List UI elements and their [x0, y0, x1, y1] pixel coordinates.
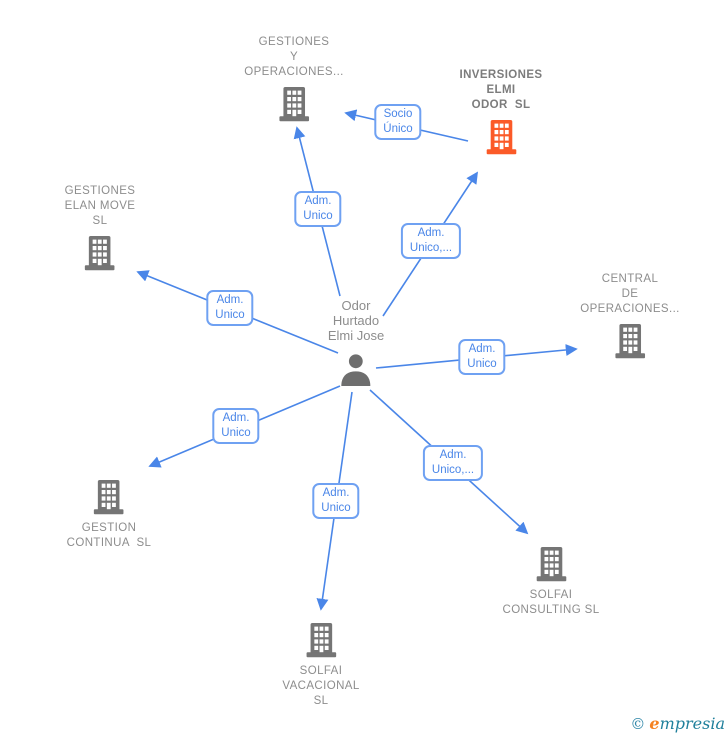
node-person-odor-hurtado-elmi-jose[interactable]: Odor Hurtado Elmi Jose — [328, 298, 384, 387]
company-label: CENTRAL DE OPERACIONES... — [580, 273, 680, 315]
node-gestiones-elan-move[interactable]: GESTIONES ELAN MOVE SL — [65, 184, 136, 271]
node-gestiones-y-operaciones[interactable]: GESTIONES Y OPERACIONES... — [244, 35, 344, 122]
company-label: GESTION CONTINUA SL — [66, 522, 152, 549]
node-inversiones-elmi-odor[interactable]: INVERSIONES ELMI ODOR SL — [459, 68, 542, 155]
empresia-logo: empresia — [649, 714, 725, 733]
edge-label-adm-unico-etc[interactable]: Adm. Unico,... — [422, 445, 484, 481]
company-label: GESTIONES ELAN MOVE SL — [64, 185, 136, 227]
edge-label-adm-unico[interactable]: Adm. Unico — [458, 339, 506, 375]
building-icon-highlighted — [483, 119, 519, 155]
edge-label-socio-unico[interactable]: Socio Único — [374, 104, 422, 140]
edge-label-adm-unico-etc[interactable]: Adm. Unico,... — [400, 223, 462, 259]
company-label: INVERSIONES ELMI ODOR SL — [459, 69, 543, 111]
company-label: GESTIONES Y OPERACIONES... — [244, 36, 344, 78]
building-icon — [82, 235, 118, 271]
empresia-watermark[interactable]: © empresia — [630, 714, 725, 733]
person-icon — [339, 353, 373, 387]
copyright-symbol: © — [630, 715, 646, 733]
person-name: Odor Hurtado Elmi Jose — [327, 298, 385, 343]
building-icon — [91, 479, 127, 515]
node-central-de-operaciones[interactable]: CENTRAL DE OPERACIONES... — [580, 272, 680, 359]
building-icon — [533, 546, 569, 582]
edge-label-adm-unico[interactable]: Adm. Unico — [212, 408, 260, 444]
node-solfai-consulting[interactable]: SOLFAI CONSULTING SL — [502, 546, 599, 618]
edge-label-adm-unico[interactable]: Adm. Unico — [312, 483, 360, 519]
node-gestion-continua[interactable]: GESTION CONTINUA SL — [67, 479, 152, 551]
building-icon — [276, 86, 312, 122]
company-label: SOLFAI VACACIONAL SL — [282, 665, 360, 707]
node-solfai-vacacional[interactable]: SOLFAI VACACIONAL SL — [282, 622, 359, 709]
company-label: SOLFAI CONSULTING SL — [502, 589, 600, 616]
edge-label-adm-unico[interactable]: Adm. Unico — [206, 290, 254, 326]
building-icon — [303, 622, 339, 658]
edge-label-adm-unico[interactable]: Adm. Unico — [294, 191, 342, 227]
building-icon — [612, 323, 648, 359]
